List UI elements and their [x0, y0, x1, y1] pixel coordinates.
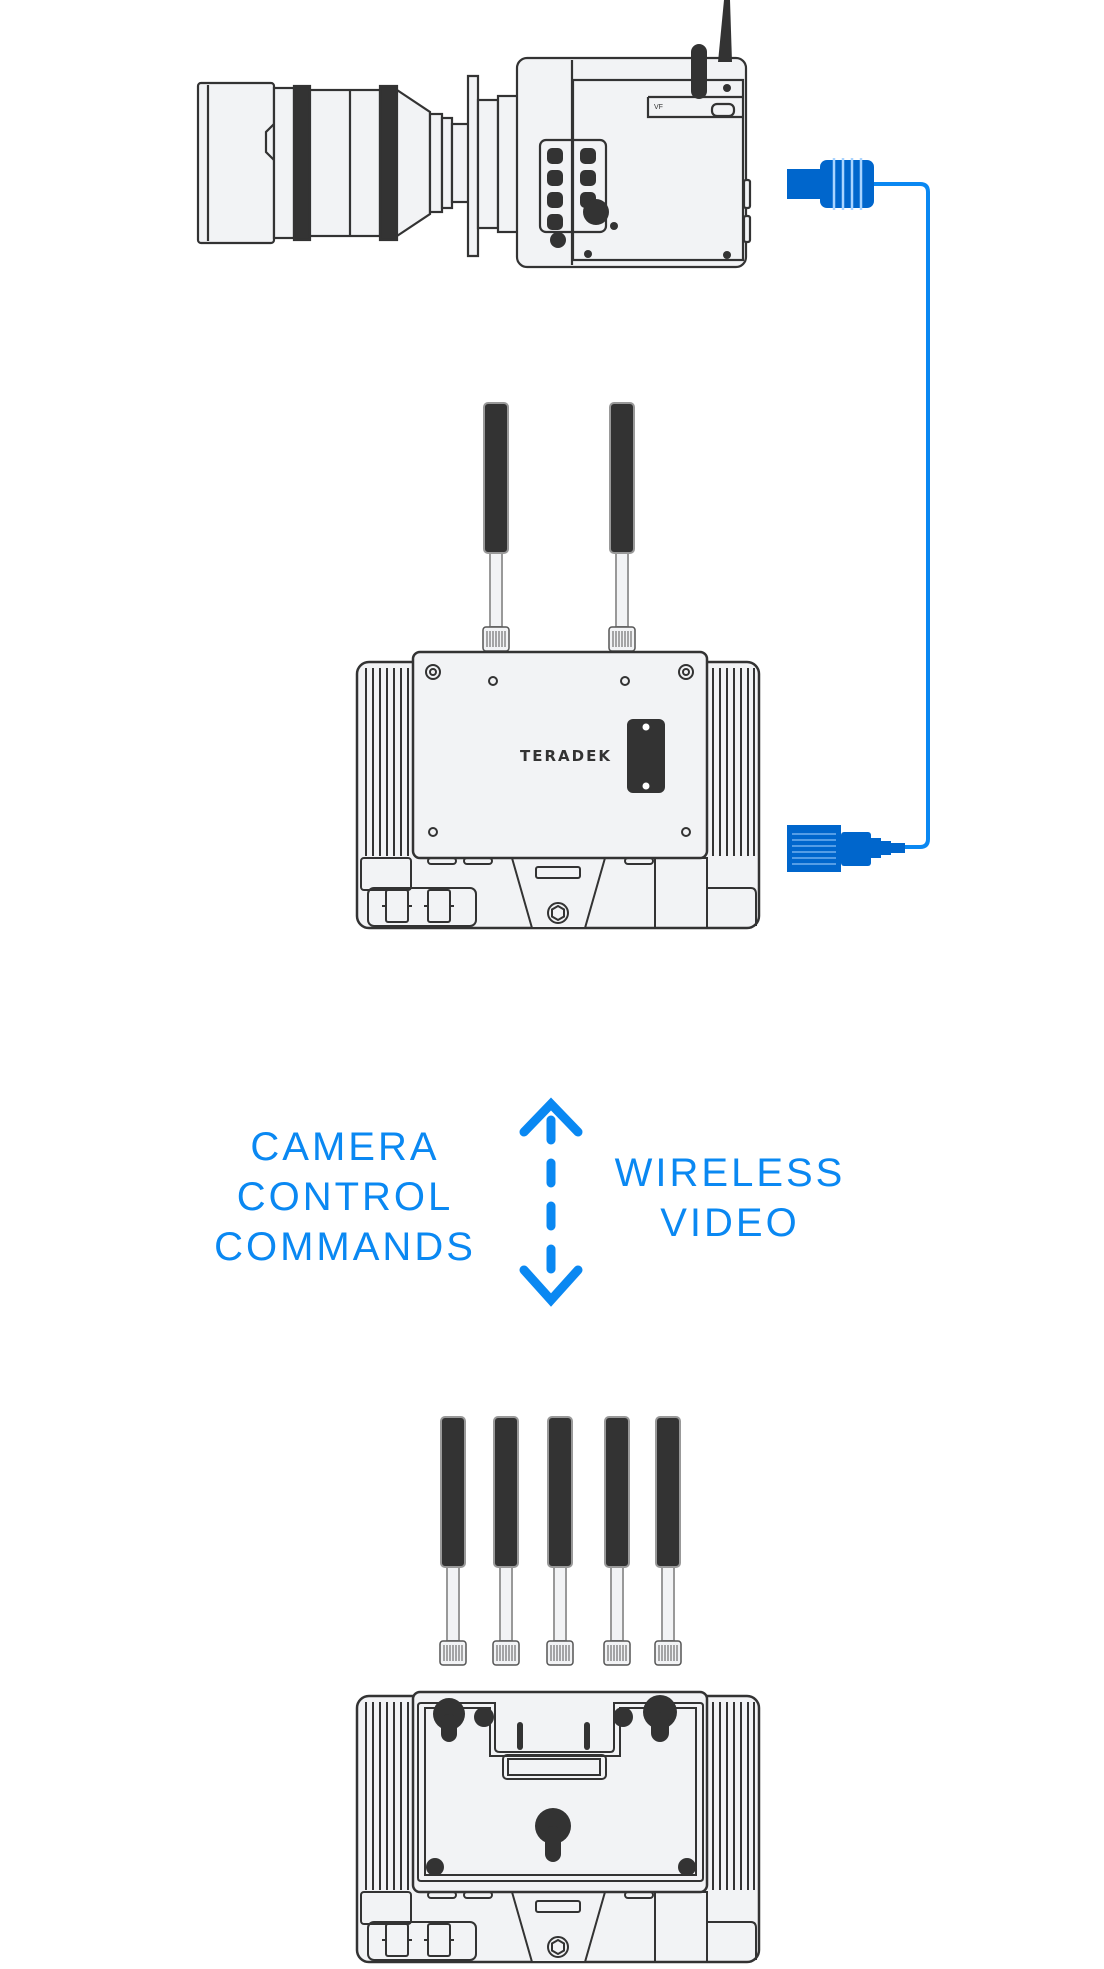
antenna-icon [608, 402, 636, 652]
cable-connector-body-top [820, 160, 874, 208]
label-line: VIDEO [660, 1201, 800, 1245]
vf-label: VF [654, 104, 663, 111]
antenna-icon [603, 1416, 631, 1666]
antenna-icon [439, 1416, 467, 1666]
antenna-icon [546, 1416, 574, 1666]
bidirectional-arrow-icon [519, 1097, 583, 1307]
cinema-camera-illustration: VF [196, 0, 752, 269]
label-line: WIRELESS [614, 1151, 846, 1195]
teradek-receiver-illustration [355, 1416, 761, 1964]
antenna-icon [654, 1416, 682, 1666]
teradek-transmitter-illustration: TERADEK [355, 402, 761, 930]
rj45-connector-head [787, 825, 841, 872]
wireless-video-label: WIRELESS VIDEO [590, 1148, 870, 1248]
control-cable [787, 158, 930, 872]
label-line: COMMANDS [214, 1225, 476, 1269]
teradek-logo: TERADEK [520, 747, 612, 765]
camera-control-commands-label: CAMERA CONTROL COMMANDS [190, 1122, 500, 1272]
antenna-icon [482, 402, 510, 652]
label-line: CAMERA [250, 1125, 440, 1169]
label-line: CONTROL [236, 1175, 454, 1219]
antenna-icon [492, 1416, 520, 1666]
cable-connector-plug-top [787, 169, 823, 199]
